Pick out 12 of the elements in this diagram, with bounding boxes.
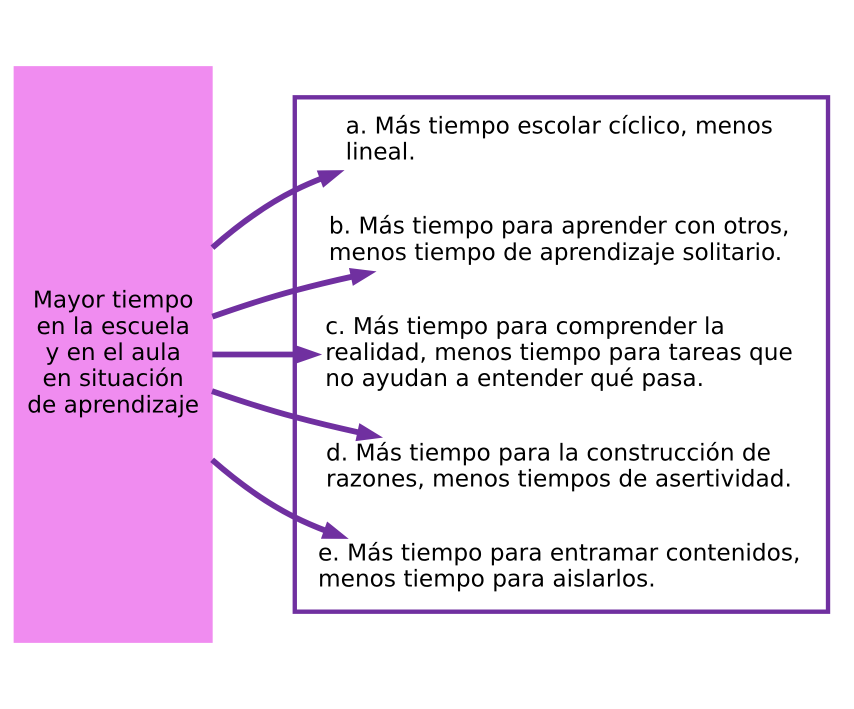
node-text: e. Más tiempo para entramar contenidos, menos tiempo para aislarlos. <box>318 540 800 593</box>
cluster <box>292 95 830 614</box>
arrow <box>212 345 322 364</box>
arrow <box>210 170 345 250</box>
node-text: c. Más tiempo para comprender la realidad, menos tiempo para tareas que no ayudan a entender qué pasa. <box>325 312 793 392</box>
arrow <box>211 388 384 442</box>
node-box: Mayor tiempo en la escuela y en el aula en situación de aprendizaje <box>14 66 213 643</box>
node-text: d. Más tiempo para la construcción de razones, menos tiempos de asertividad. <box>326 439 792 492</box>
arrow <box>210 458 349 539</box>
node-text: a. Más tiempo escolar cíclico, menos lineal. <box>346 112 773 166</box>
node-text: b. Más tiempo para aprender con otros, menos tiempo de aprendizaje solitario. <box>328 212 790 266</box>
arrow <box>211 268 377 320</box>
